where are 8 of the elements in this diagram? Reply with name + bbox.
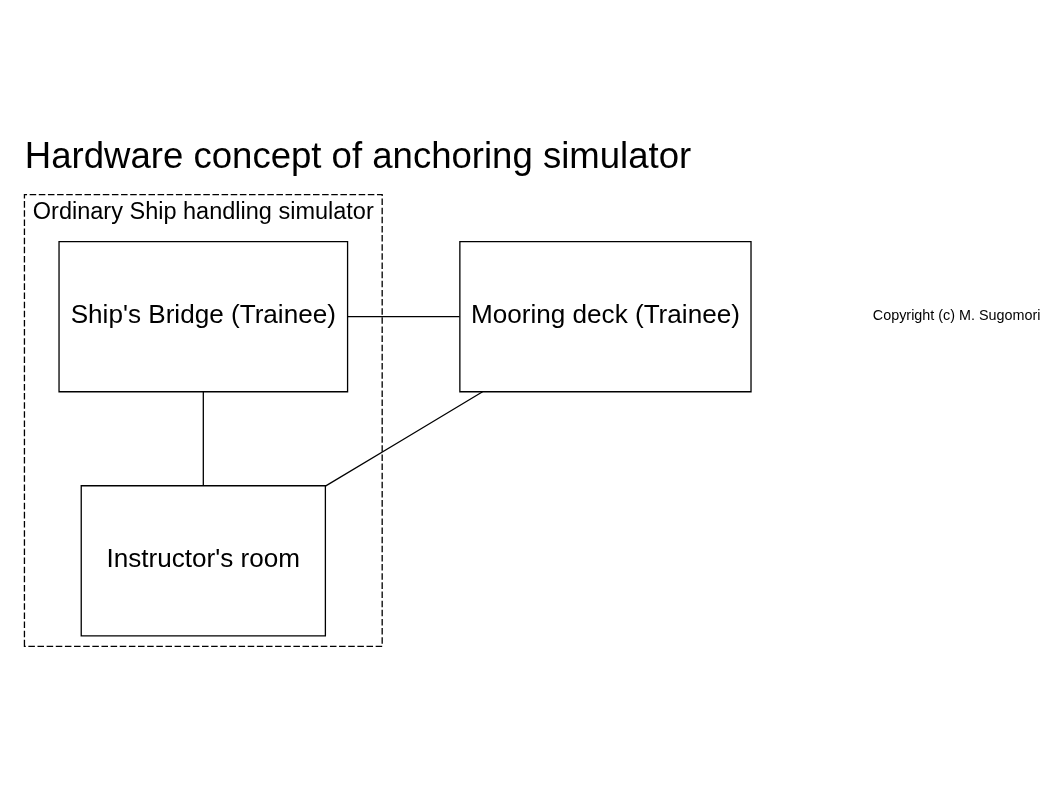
- node-box: Instructor's room: [80, 484, 327, 637]
- connector: [202, 390, 204, 486]
- connector: [324, 390, 484, 487]
- diagram-title: Hardware concept of anchoring simulator: [24, 134, 692, 176]
- connector: [347, 315, 461, 317]
- node-box: Ship's Bridge (Trainee): [58, 240, 349, 392]
- label: Copyright (c) M. Sugomori: [872, 306, 1041, 323]
- node-box: Mooring deck (Trainee): [459, 240, 752, 392]
